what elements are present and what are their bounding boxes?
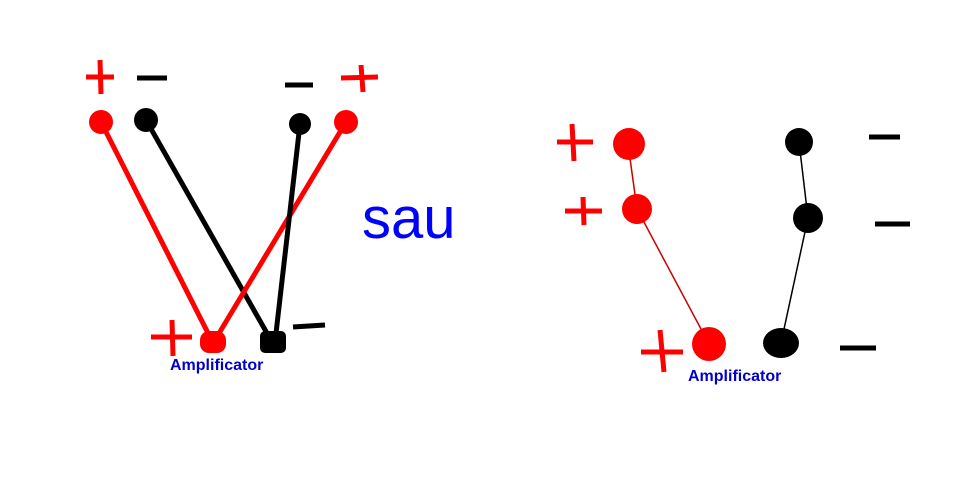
wire-positive-left (98, 120, 215, 343)
left-diagram: Amplificator (86, 59, 379, 374)
minus-sign (292, 322, 326, 330)
amplifier-label: Amplificator (170, 357, 263, 374)
right-diagram: Amplificator (557, 123, 910, 385)
plus-sign (557, 123, 593, 162)
terminal-negative (134, 108, 158, 132)
terminal-positive (613, 128, 645, 160)
plus-sign (151, 319, 192, 357)
terminal-negative (793, 203, 823, 233)
terminal-positive (622, 194, 652, 224)
amp-terminal-positive (692, 327, 726, 361)
amplifier-label: Amplificator (688, 368, 781, 385)
wire-positive-right (212, 120, 349, 342)
or-word: sau (362, 186, 456, 251)
terminal-positive (89, 110, 113, 134)
terminal-negative (289, 113, 311, 135)
plus-sign (641, 329, 683, 373)
wire-negative-right (272, 123, 303, 343)
wire-negative-left (143, 118, 275, 344)
amp-terminal-negative (763, 328, 799, 358)
plus-sign (340, 64, 379, 93)
plus-sign (565, 196, 602, 226)
amp-terminal-positive (200, 331, 226, 353)
amp-terminal-negative (260, 331, 286, 353)
plus-sign (86, 59, 114, 95)
wire-positive (627, 143, 710, 345)
wire-negative (780, 141, 809, 344)
terminal-negative (785, 128, 813, 156)
terminal-positive (334, 110, 358, 134)
